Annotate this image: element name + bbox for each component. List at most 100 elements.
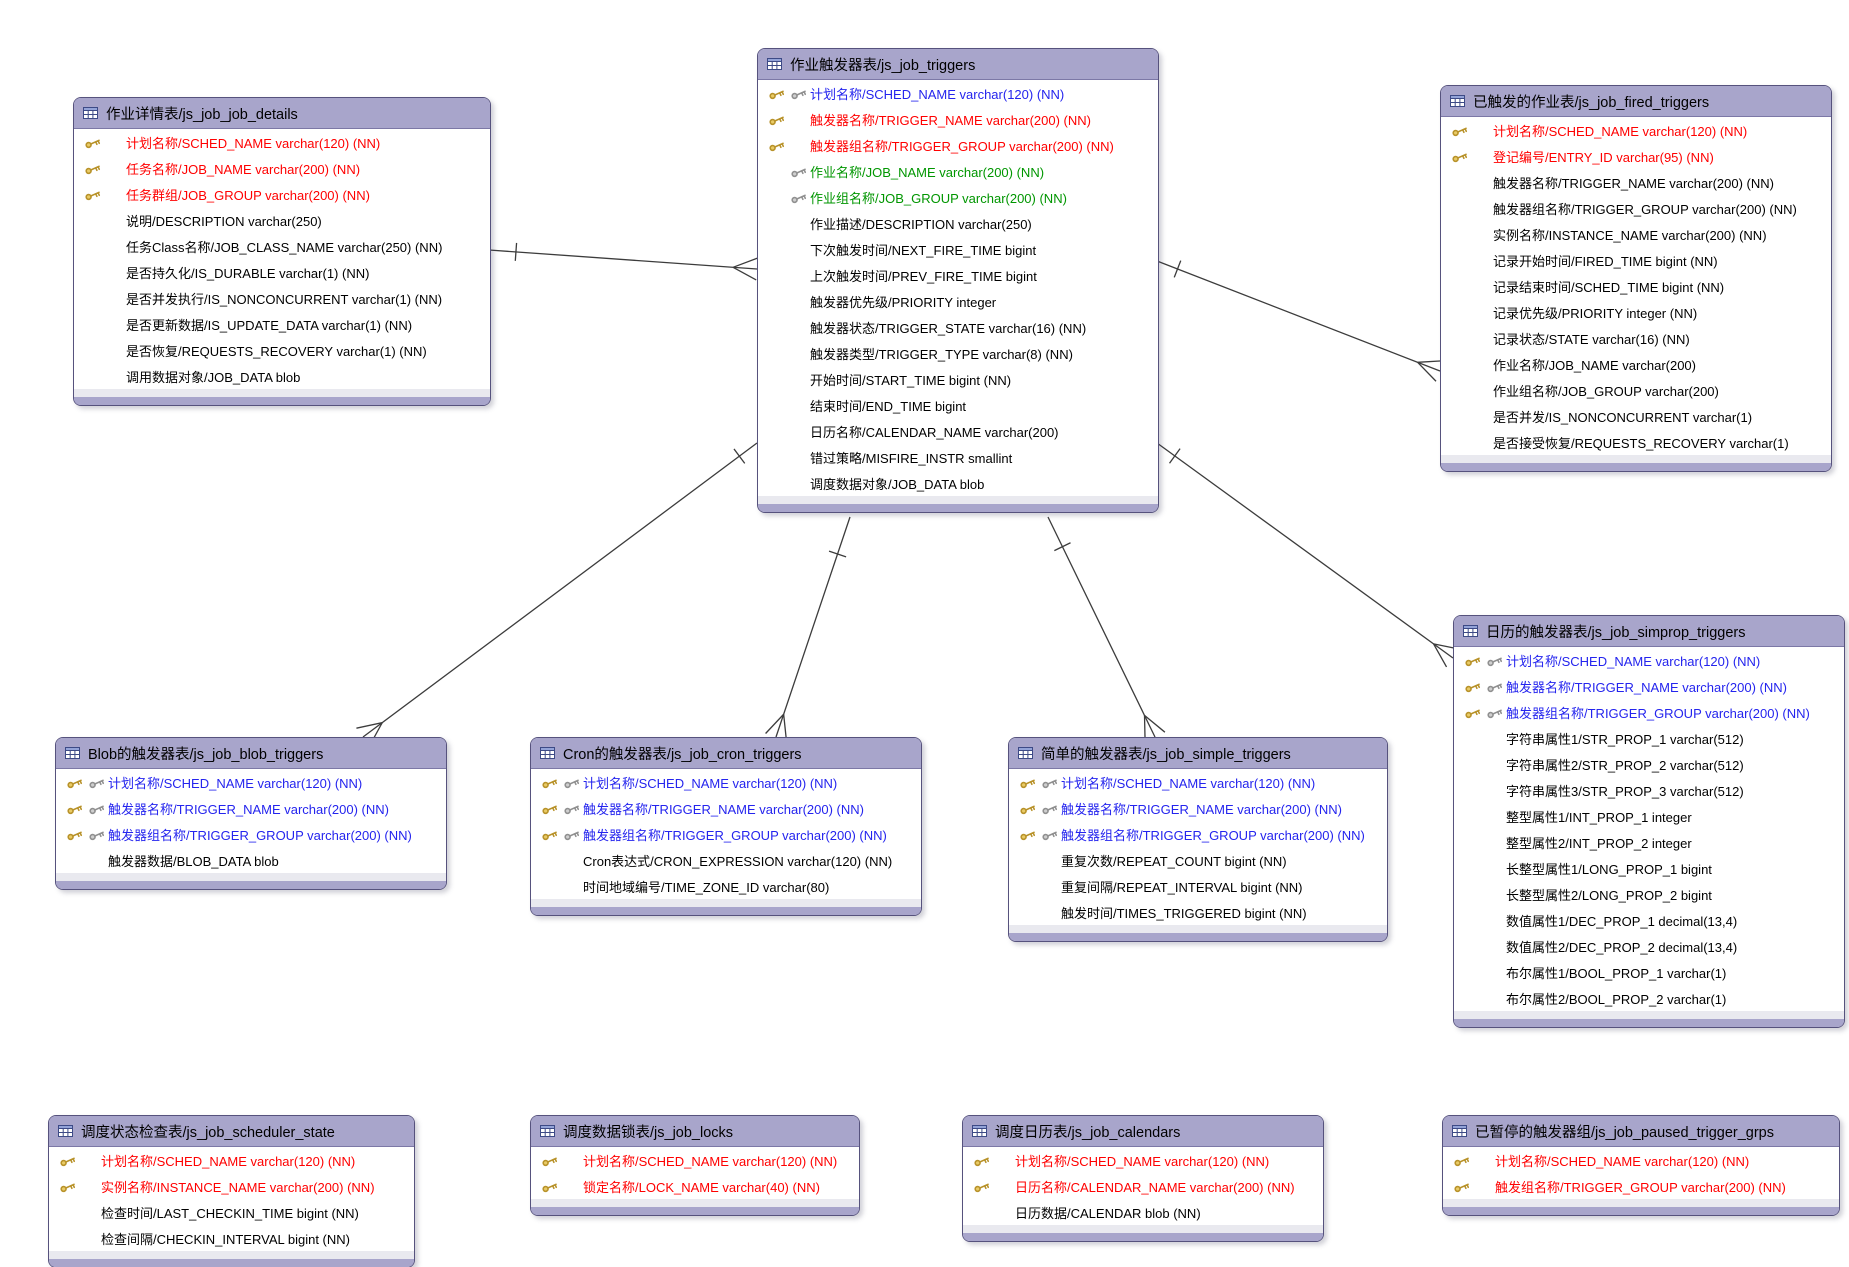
table-header[interactable]: 日历的触发器表/js_job_simprop_triggers [1454,616,1844,647]
field-row[interactable]: 重复次数/REPEAT_COUNT bigint (NN) [1009,847,1387,873]
field-row[interactable]: 触发器名称/TRIGGER_NAME varchar(200) (NN) [56,795,446,821]
field-row[interactable]: 触发器数据/BLOB_DATA blob [56,847,446,873]
relationship-triggers-to-fired-triggers[interactable] [1156,260,1445,382]
field-row[interactable]: 计划名称/SCHED_NAME varchar(120) (NN) [758,80,1158,106]
field-row[interactable]: 错过策略/MISFIRE_INSTR smallint [758,444,1158,470]
field-row[interactable]: 开始时间/START_TIME bigint (NN) [758,366,1158,392]
field-row[interactable]: 触发器状态/TRIGGER_STATE varchar(16) (NN) [758,314,1158,340]
field-row[interactable]: 整型属性2/INT_PROP_2 integer [1454,829,1844,855]
field-row[interactable]: 计划名称/SCHED_NAME varchar(120) (NN) [1009,769,1387,795]
field-row[interactable]: 触发器名称/TRIGGER_NAME varchar(200) (NN) [1454,673,1844,699]
field-row[interactable]: 记录优先级/PRIORITY integer (NN) [1441,299,1831,325]
table-header[interactable]: 简单的触发器表/js_job_simple_triggers [1009,738,1387,769]
field-row[interactable]: 字符串属性3/STR_PROP_3 varchar(512) [1454,777,1844,803]
field-row[interactable]: 布尔属性2/BOOL_PROP_2 varchar(1) [1454,985,1844,1011]
field-row[interactable]: 任务群组/JOB_GROUP varchar(200) (NN) [74,181,490,207]
field-row[interactable]: 计划名称/SCHED_NAME varchar(120) (NN) [963,1147,1323,1173]
field-row[interactable]: 作业描述/DESCRIPTION varchar(250) [758,210,1158,236]
field-row[interactable]: 字符串属性1/STR_PROP_1 varchar(512) [1454,725,1844,751]
field-row[interactable]: 是否持久化/IS_DURABLE varchar(1) (NN) [74,259,490,285]
relationship-job-details-to-triggers[interactable] [488,242,759,281]
field-row[interactable]: 下次触发时间/NEXT_FIRE_TIME bigint [758,236,1158,262]
field-row[interactable]: 调度数据对象/JOB_DATA blob [758,470,1158,496]
field-row[interactable]: 计划名称/SCHED_NAME varchar(120) (NN) [1443,1147,1839,1173]
field-row[interactable]: 触发组名称/TRIGGER_GROUP varchar(200) (NN) [1443,1173,1839,1199]
field-row[interactable]: 日历数据/CALENDAR blob (NN) [963,1199,1323,1225]
field-row[interactable]: 是否接受恢复/REQUESTS_RECOVERY varchar(1) [1441,429,1831,455]
field-row[interactable]: 触发器类型/TRIGGER_TYPE varchar(8) (NN) [758,340,1158,366]
field-row[interactable]: 作业组名称/JOB_GROUP varchar(200) [1441,377,1831,403]
field-row[interactable]: 计划名称/SCHED_NAME varchar(120) (NN) [56,769,446,795]
table-header[interactable]: 作业触发器表/js_job_triggers [758,49,1158,80]
field-row[interactable]: 触发器名称/TRIGGER_NAME varchar(200) (NN) [1009,795,1387,821]
field-row[interactable]: Cron表达式/CRON_EXPRESSION varchar(120) (NN… [531,847,921,873]
table-header[interactable]: Cron的触发器表/js_job_cron_triggers [531,738,921,769]
field-row[interactable]: 长整型属性1/LONG_PROP_1 bigint [1454,855,1844,881]
field-row[interactable]: 是否并发/IS_NONCONCURRENT varchar(1) [1441,403,1831,429]
table-header[interactable]: 调度状态检查表/js_job_scheduler_state [49,1116,414,1147]
field-row[interactable]: 作业名称/JOB_NAME varchar(200) (NN) [758,158,1158,184]
field-row[interactable]: 计划名称/SCHED_NAME varchar(120) (NN) [1441,117,1831,143]
table-header[interactable]: 已暂停的触发器组/js_job_paused_trigger_grps [1443,1116,1839,1147]
field-row[interactable]: 触发器组名称/TRIGGER_GROUP varchar(200) (NN) [1441,195,1831,221]
field-row[interactable]: 触发器组名称/TRIGGER_GROUP varchar(200) (NN) [1454,699,1844,725]
relationship-triggers-to-cron-triggers[interactable] [765,516,851,741]
field-row[interactable]: 调用数据对象/JOB_DATA blob [74,363,490,389]
relationship-triggers-to-simprop-triggers[interactable] [1156,442,1460,668]
field-row[interactable]: 是否更新数据/IS_UPDATE_DATA varchar(1) (NN) [74,311,490,337]
field-row[interactable]: 作业名称/JOB_NAME varchar(200) [1441,351,1831,377]
relationship-triggers-to-simple-triggers[interactable] [1047,516,1166,742]
field-row[interactable]: 触发器优先级/PRIORITY integer [758,288,1158,314]
field-row[interactable]: 说明/DESCRIPTION varchar(250) [74,207,490,233]
table-header[interactable]: 作业详情表/js_job_job_details [74,98,490,129]
field-row[interactable]: 结束时间/END_TIME bigint [758,392,1158,418]
field-row[interactable]: 实例名称/INSTANCE_NAME varchar(200) (NN) [49,1173,414,1199]
field-row[interactable]: 整型属性1/INT_PROP_1 integer [1454,803,1844,829]
field-row[interactable]: 触发器名称/TRIGGER_NAME varchar(200) (NN) [758,106,1158,132]
field-row[interactable]: 是否恢复/REQUESTS_RECOVERY varchar(1) (NN) [74,337,490,363]
field-row[interactable]: 登记编号/ENTRY_ID varchar(95) (NN) [1441,143,1831,169]
field-row[interactable]: 计划名称/SCHED_NAME varchar(120) (NN) [1454,647,1844,673]
table-header[interactable]: 已触发的作业表/js_job_fired_triggers [1441,86,1831,117]
field-row[interactable]: 实例名称/INSTANCE_NAME varchar(200) (NN) [1441,221,1831,247]
field-row[interactable]: 触发器组名称/TRIGGER_GROUP varchar(200) (NN) [531,821,921,847]
field-row[interactable]: 日历名称/CALENDAR_NAME varchar(200) [758,418,1158,444]
field-row[interactable]: 数值属性2/DEC_PROP_2 decimal(13,4) [1454,933,1844,959]
field-row[interactable]: 字符串属性2/STR_PROP_2 varchar(512) [1454,751,1844,777]
field-row[interactable]: 触发器名称/TRIGGER_NAME varchar(200) (NN) [1441,169,1831,195]
field-row[interactable]: 计划名称/SCHED_NAME varchar(120) (NN) [531,1147,859,1173]
field-row[interactable]: 检查时间/LAST_CHECKIN_TIME bigint (NN) [49,1199,414,1225]
field-row[interactable]: 数值属性1/DEC_PROP_1 decimal(13,4) [1454,907,1844,933]
field-row[interactable]: 任务Class名称/JOB_CLASS_NAME varchar(250) (N… [74,233,490,259]
field-row[interactable]: 布尔属性1/BOOL_PROP_1 varchar(1) [1454,959,1844,985]
field-row[interactable]: 计划名称/SCHED_NAME varchar(120) (NN) [531,769,921,795]
field-row[interactable]: 触发时间/TIMES_TRIGGERED bigint (NN) [1009,899,1387,925]
field-row[interactable]: 记录状态/STATE varchar(16) (NN) [1441,325,1831,351]
table-header[interactable]: Blob的触发器表/js_job_blob_triggers [56,738,446,769]
field-row[interactable]: 日历名称/CALENDAR_NAME varchar(200) (NN) [963,1173,1323,1199]
field-row[interactable]: 触发器组名称/TRIGGER_GROUP varchar(200) (NN) [758,132,1158,158]
relationship-triggers-to-blob-triggers[interactable] [356,442,758,747]
field-row[interactable]: 重复间隔/REPEAT_INTERVAL bigint (NN) [1009,873,1387,899]
field-row[interactable]: 长整型属性2/LONG_PROP_2 bigint [1454,881,1844,907]
field-row[interactable]: 上次触发时间/PREV_FIRE_TIME bigint [758,262,1158,288]
table-header[interactable]: 调度数据锁表/js_job_locks [531,1116,859,1147]
field-row[interactable]: 记录开始时间/FIRED_TIME bigint (NN) [1441,247,1831,273]
field-row[interactable]: 检查间隔/CHECKIN_INTERVAL bigint (NN) [49,1225,414,1251]
field-row[interactable]: 锁定名称/LOCK_NAME varchar(40) (NN) [531,1173,859,1199]
field-row[interactable]: 是否并发执行/IS_NONCONCURRENT varchar(1) (NN) [74,285,490,311]
field-row[interactable]: 时间地域编号/TIME_ZONE_ID varchar(80) [531,873,921,899]
field-row[interactable]: 记录结束时间/SCHED_TIME bigint (NN) [1441,273,1831,299]
field-row[interactable]: 计划名称/SCHED_NAME varchar(120) (NN) [49,1147,414,1173]
field-row[interactable]: 任务名称/JOB_NAME varchar(200) (NN) [74,155,490,181]
